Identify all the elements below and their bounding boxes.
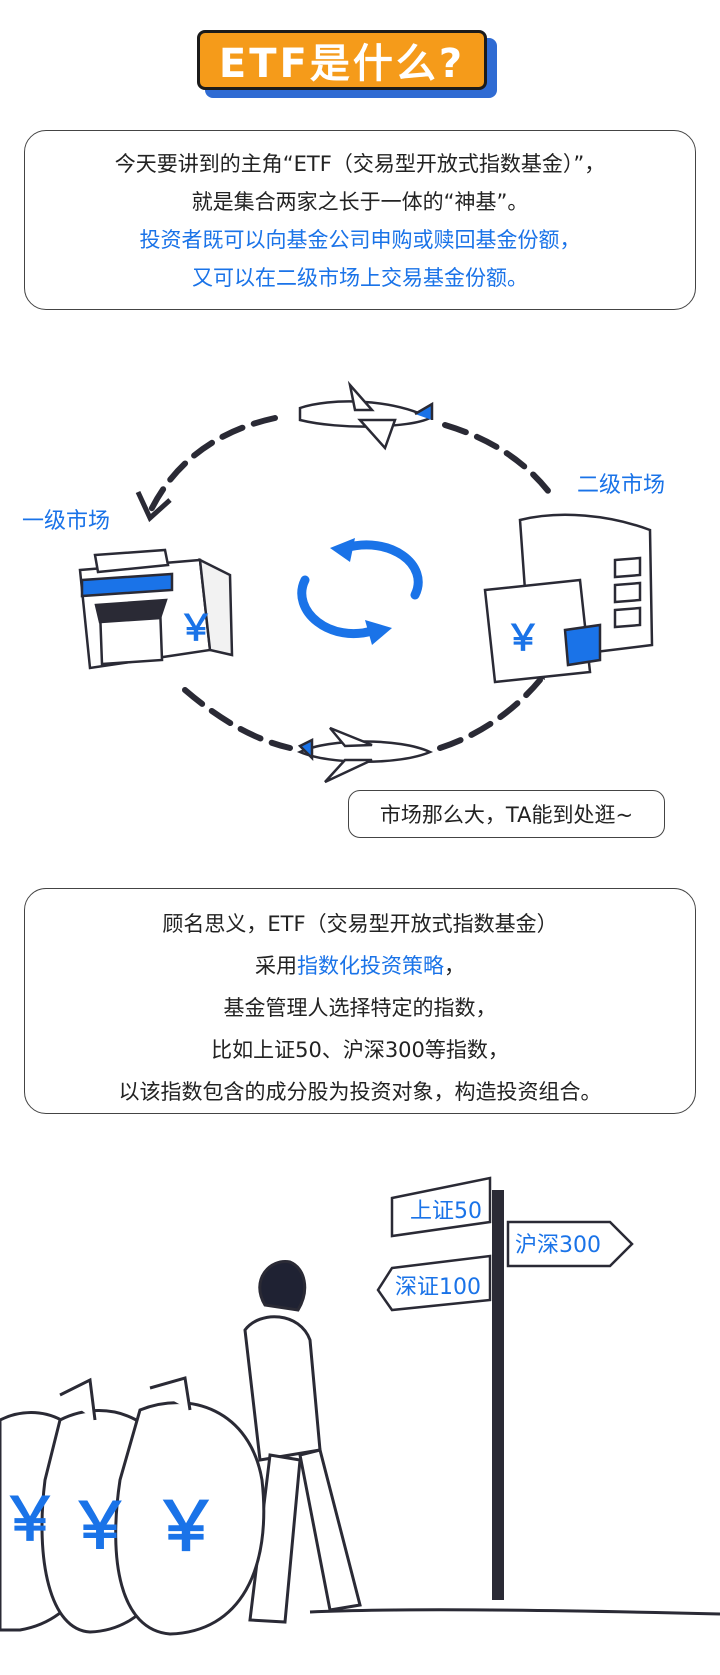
explain-line-1: 顾名思义，ETF（交易型开放式指数基金） — [162, 912, 558, 936]
sync-arrow-2 — [330, 538, 355, 562]
page-title: ETF是什么? — [197, 30, 487, 90]
plane-upper — [298, 380, 434, 451]
explain-line-2: 采用指数化投资策略， — [25, 945, 695, 987]
sign-label-2: 沪深300 — [515, 1233, 601, 1258]
explain-box: 顾名思义，ETF（交易型开放式指数基金） 采用指数化投资策略， 基金管理人选择特… — [24, 888, 696, 1114]
arc-lower-left — [182, 687, 293, 751]
arc-upper-left — [147, 415, 278, 515]
intro-line-1: 今天要讲到的主角“ETF（交易型开放式指数基金）”， — [114, 152, 606, 176]
secondary-market-label: 二级市场 — [577, 473, 666, 498]
intro-line-3: 投资者既可以向基金公司申购或赎回基金份额， — [139, 228, 581, 252]
sync-arrow-1 — [365, 620, 392, 645]
primary-yuan-sign: ￥ — [178, 608, 214, 649]
plane-lower — [296, 726, 434, 784]
primary-market-building: ￥ — [78, 548, 234, 670]
sign-label-3: 深证100 — [395, 1275, 481, 1300]
explain-line-2-suffix: ， — [444, 954, 465, 978]
intro-line-4: 又可以在二级市场上交易基金份额。 — [192, 266, 528, 290]
signpost: 上证50 沪深300 深证100 — [376, 1176, 634, 1600]
bag-yuan-signs: ￥ ￥ ￥ — [0, 1485, 220, 1567]
arc-upper-right — [442, 422, 558, 503]
explain-line-3: 基金管理人选择特定的指数， — [223, 996, 497, 1020]
person-carrying-bag — [243, 1260, 362, 1624]
arc-lower-right — [437, 677, 543, 751]
secondary-market-building: ￥ — [483, 513, 654, 684]
strategy-highlight: 指数化投资策略 — [297, 954, 444, 978]
money-bags — [0, 1376, 266, 1636]
bag-yuan-1: ￥ — [0, 1485, 60, 1555]
intro-line-2: 就是集合两家之长于一体的“神基”。 — [191, 190, 529, 214]
sign-label-1: 上证50 — [410, 1199, 482, 1224]
bag-yuan-2: ￥ — [68, 1490, 132, 1564]
arrow-head-left — [135, 490, 172, 523]
sync-icon — [297, 540, 423, 639]
callout-box: 市场那么大，TA能到处逛~ — [348, 790, 665, 838]
explain-line-2-prefix: 采用 — [255, 954, 297, 978]
intro-box: 今天要讲到的主角“ETF（交易型开放式指数基金）”， 就是集合两家之长于一体的“… — [24, 130, 696, 310]
ground-line — [309, 1608, 720, 1616]
explain-line-5: 以该指数包含的成分股为投资对象，构造投资组合。 — [118, 1080, 602, 1104]
primary-market-label: 一级市场 — [22, 509, 111, 534]
title-badge: ETF是什么? — [197, 30, 497, 98]
secondary-yuan-sign: ￥ — [505, 618, 541, 659]
explain-line-4: 比如上证50、沪深300等指数， — [211, 1038, 509, 1062]
bag-yuan-3: ￥ — [152, 1488, 220, 1567]
